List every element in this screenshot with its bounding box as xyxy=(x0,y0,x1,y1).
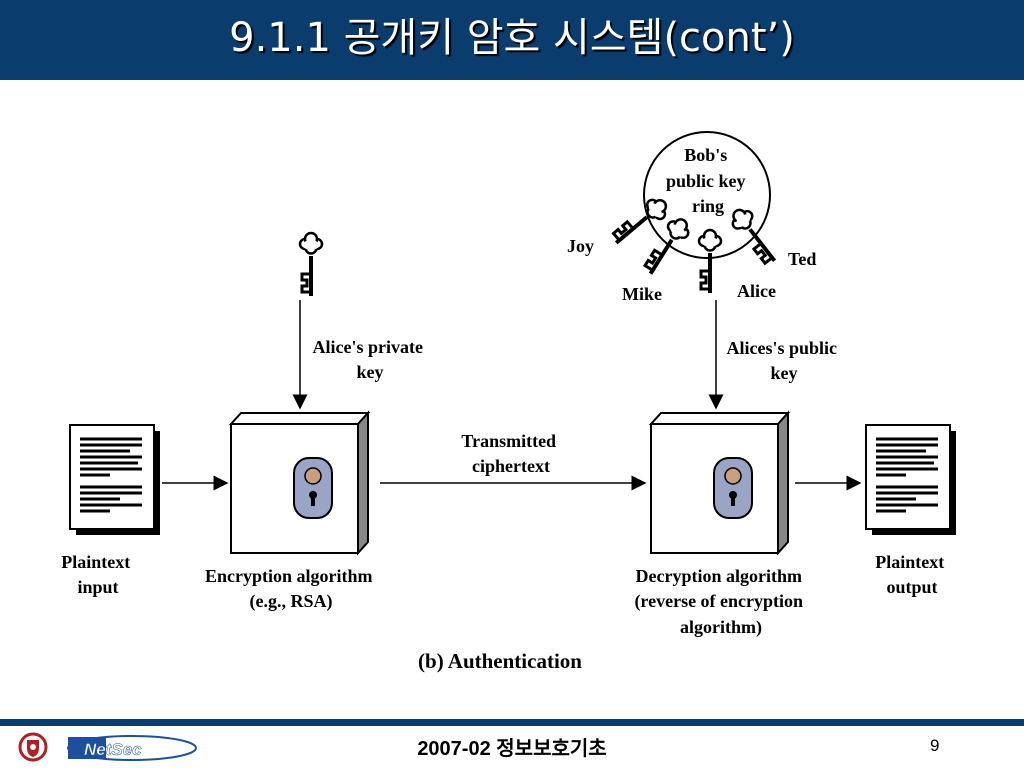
decryption-box xyxy=(648,410,791,556)
lock-icon xyxy=(293,457,333,519)
diagram-caption: (b) Authentication xyxy=(418,649,582,673)
encryption-box xyxy=(228,410,371,556)
plaintext-input-document xyxy=(69,424,160,535)
transmitted-label: Transmitted ciphertext xyxy=(461,431,560,476)
key-icon-alice xyxy=(697,228,723,295)
svg-text:NetSec: NetSec xyxy=(84,740,142,759)
footer-divider xyxy=(0,719,1024,726)
plaintext-output-document xyxy=(865,424,956,535)
key-label-mike: Mike xyxy=(622,284,662,304)
ring-label: Bob's public key ring xyxy=(666,145,750,216)
page-number: 9 xyxy=(930,736,940,755)
slide-title: 9.1.1 공개키 암호 시스템(cont’) xyxy=(229,15,795,61)
university-seal-logo xyxy=(18,732,48,762)
plaintext-input-label: Plaintext input xyxy=(61,552,135,597)
encryption-label: Encryption algorithm (e.g., RSA) xyxy=(205,566,377,612)
public-key-label: Alices's public key xyxy=(726,338,841,383)
private-key-icon xyxy=(298,231,324,298)
title-bar xyxy=(0,0,1024,80)
key-label-joy: Joy xyxy=(567,236,594,256)
netsec-logo: NetSec xyxy=(67,735,197,761)
plaintext-output-label: Plaintext output xyxy=(875,552,949,597)
authentication-diagram: Bob's public key ring Joy Mike Alice Ted… xyxy=(61,131,956,673)
decryption-label: Decryption algorithm (reverse of encrypt… xyxy=(634,566,807,638)
lock-icon xyxy=(713,457,753,519)
key-label-alice: Alice xyxy=(737,281,776,301)
private-key-label: Alice's private key xyxy=(313,337,428,382)
key-label-ted: Ted xyxy=(788,249,816,269)
footer-text: 2007-02 정보보호기초 xyxy=(417,738,607,760)
